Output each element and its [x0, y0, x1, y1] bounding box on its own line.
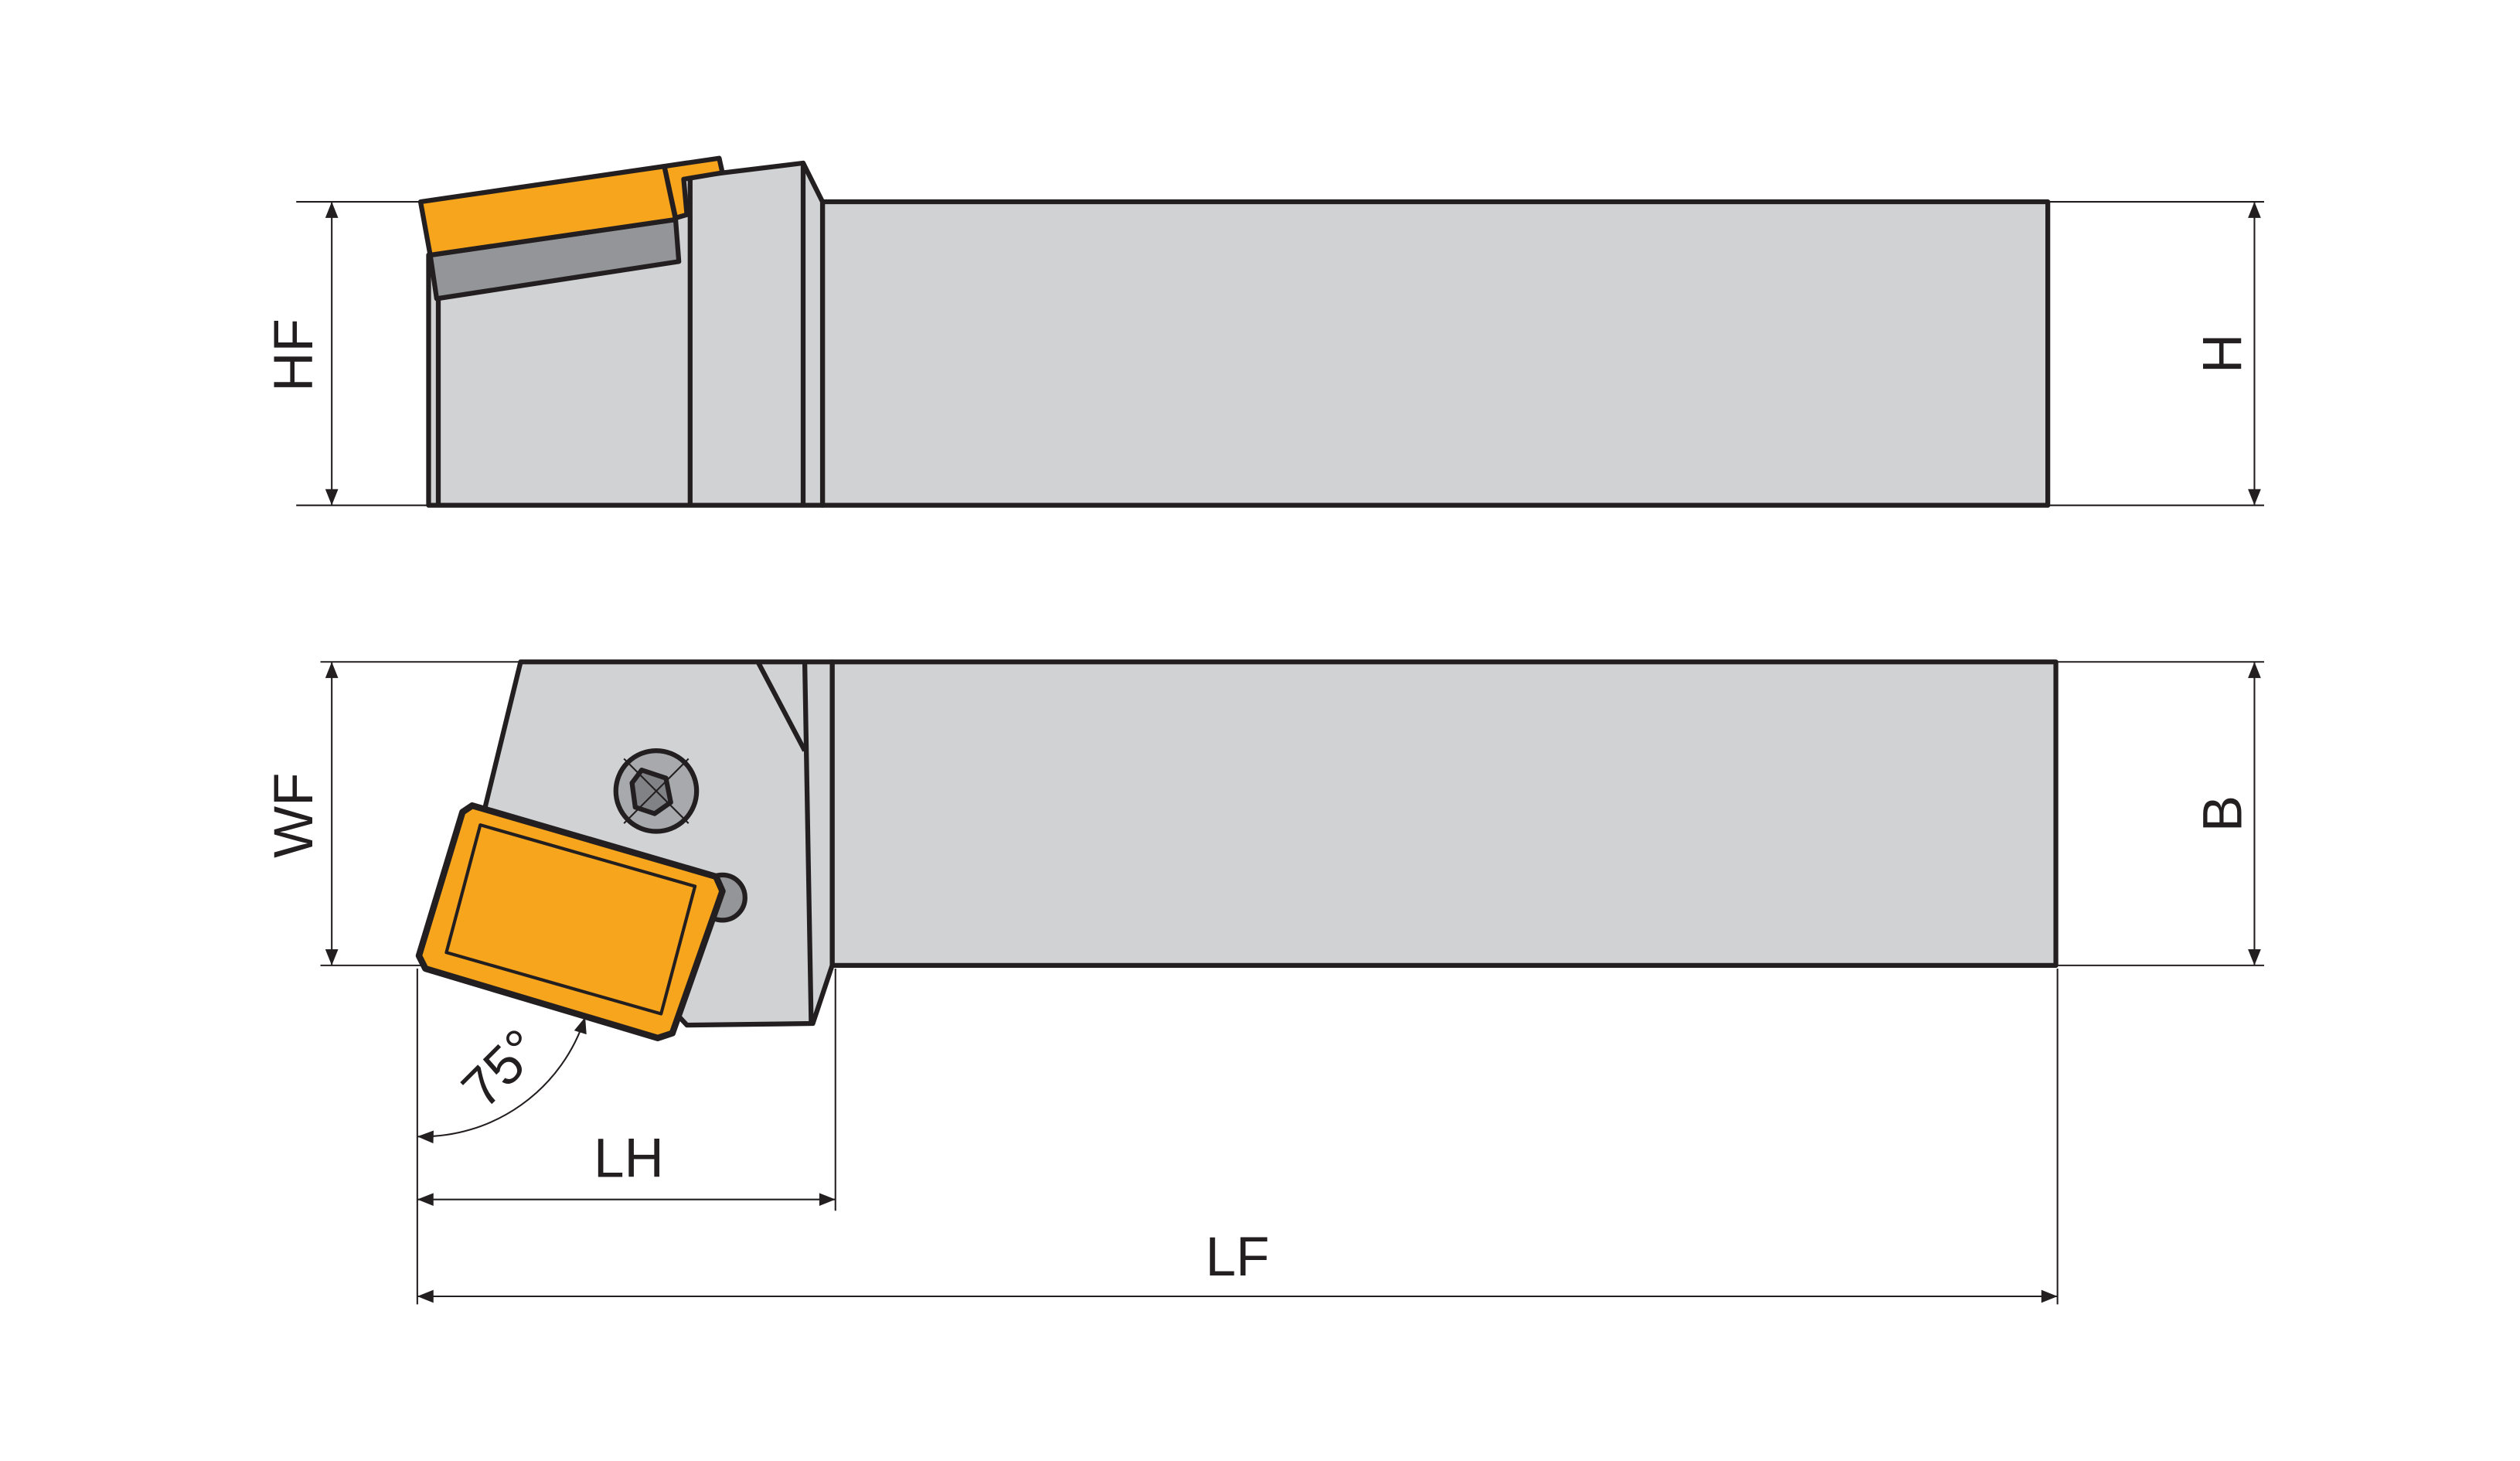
dim-hf: HF: [264, 318, 325, 392]
shank-side: [819, 199, 2051, 508]
insert-top: [415, 802, 726, 1042]
side-view: HF H: [264, 155, 2264, 508]
dim-lh: LH: [594, 1128, 664, 1189]
dim-h: H: [2193, 334, 2254, 373]
clamp-screw-icon: [613, 748, 700, 834]
dim-b: B: [2193, 795, 2254, 832]
dim-wf: WF: [264, 772, 325, 857]
insert-side: [417, 163, 679, 258]
angle-75: 75°: [451, 1018, 553, 1120]
shank-top: [829, 659, 2059, 968]
top-view: WF B 75° LH LF: [264, 659, 2264, 1305]
dim-lf: LF: [1205, 1227, 1269, 1288]
